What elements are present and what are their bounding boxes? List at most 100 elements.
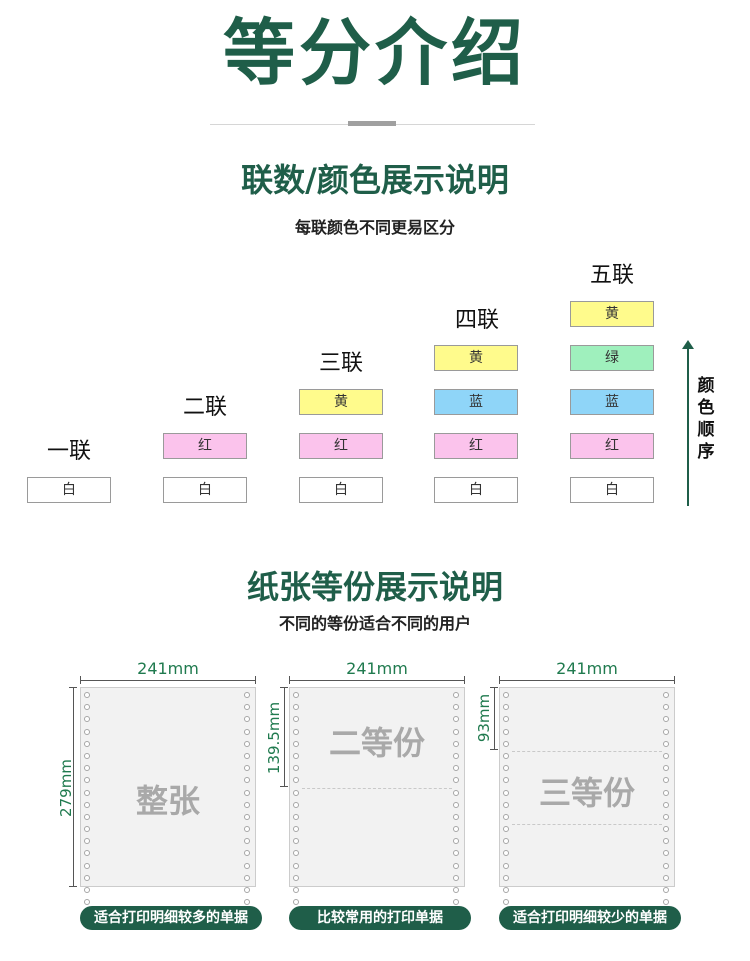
feed-hole-icon bbox=[293, 850, 299, 857]
split-section-subtitle: 不同的等份适合不同的用户 bbox=[278, 614, 471, 633]
copy-box-yellow: 黄 bbox=[570, 301, 654, 327]
feed-hole-icon bbox=[453, 777, 459, 784]
feed-hole-icon bbox=[453, 765, 459, 772]
feed-hole-icon bbox=[453, 813, 459, 820]
feed-hole-icon bbox=[244, 704, 250, 711]
feed-hole-icon bbox=[293, 752, 299, 759]
title-divider-accent bbox=[348, 121, 396, 126]
feed-hole-icon bbox=[663, 704, 669, 711]
feed-hole-icon bbox=[84, 728, 90, 735]
feed-hole-icon bbox=[453, 789, 459, 796]
feed-hole-icon bbox=[244, 789, 250, 796]
arrow-up-icon bbox=[682, 340, 694, 349]
width-label: 241mm bbox=[346, 659, 408, 678]
feed-hole-icon bbox=[663, 801, 669, 808]
feed-hole-icon bbox=[84, 692, 90, 698]
feed-hole-icon bbox=[84, 740, 90, 747]
column-label-5: 五联 bbox=[589, 263, 634, 288]
order-arrow-line bbox=[687, 346, 689, 506]
feed-hole-icon bbox=[244, 692, 250, 698]
feed-hole-icon bbox=[244, 765, 250, 772]
feed-hole-icon bbox=[84, 862, 90, 869]
dimension-tick bbox=[280, 786, 288, 787]
copy-box-white: 白 bbox=[434, 477, 518, 503]
feed-hole-icon bbox=[503, 692, 509, 698]
feed-holes-right bbox=[453, 692, 461, 918]
dimension-tick bbox=[255, 676, 256, 684]
copy-box-red: 红 bbox=[570, 433, 654, 459]
feed-hole-icon bbox=[293, 740, 299, 747]
copy-box-red: 红 bbox=[163, 433, 247, 459]
feed-hole-icon bbox=[293, 887, 299, 893]
feed-hole-icon bbox=[244, 777, 250, 784]
column-label-3: 三联 bbox=[318, 351, 363, 376]
dimension-tick bbox=[490, 749, 498, 750]
copy-box-white: 白 bbox=[163, 477, 247, 503]
feed-hole-icon bbox=[503, 704, 509, 711]
dimension-tick bbox=[674, 676, 675, 684]
width-label: 241mm bbox=[556, 659, 618, 678]
feed-holes-right bbox=[244, 692, 252, 918]
height-label: 139.5mm bbox=[265, 701, 283, 775]
dimension-tick bbox=[289, 676, 290, 684]
feed-holes-left bbox=[84, 692, 92, 918]
feed-hole-icon bbox=[503, 777, 509, 784]
feed-hole-icon bbox=[84, 813, 90, 820]
color-order-label: 颜色顺序 bbox=[697, 376, 715, 462]
feed-hole-icon bbox=[663, 740, 669, 747]
feed-hole-icon bbox=[244, 826, 250, 833]
feed-hole-icon bbox=[503, 728, 509, 735]
feed-hole-icon bbox=[244, 887, 250, 893]
feed-hole-icon bbox=[244, 752, 250, 759]
sheet-label: 三等份 bbox=[538, 774, 635, 812]
feed-hole-icon bbox=[84, 887, 90, 893]
feed-hole-icon bbox=[293, 728, 299, 735]
feed-hole-icon bbox=[663, 692, 669, 698]
height-dimension-line bbox=[73, 687, 74, 887]
width-dimension-line bbox=[289, 680, 465, 681]
sheet-caption: 适合打印明细较少的单据 bbox=[499, 906, 681, 930]
feed-hole-icon bbox=[293, 838, 299, 845]
feed-hole-icon bbox=[84, 752, 90, 759]
copy-box-white: 白 bbox=[299, 477, 383, 503]
feed-hole-icon bbox=[84, 899, 90, 906]
dimension-tick bbox=[69, 687, 77, 688]
column-label-1: 一联 bbox=[46, 439, 91, 464]
paper-sheet-full: 整张 bbox=[80, 687, 256, 918]
feed-hole-icon bbox=[84, 704, 90, 711]
feed-hole-icon bbox=[503, 899, 509, 906]
feed-hole-icon bbox=[293, 704, 299, 711]
tear-line bbox=[512, 824, 662, 825]
height-label: 93mm bbox=[475, 693, 493, 743]
column-label-2: 二联 bbox=[182, 395, 227, 420]
feed-hole-icon bbox=[453, 740, 459, 747]
feed-hole-icon bbox=[244, 813, 250, 820]
width-dimension-line bbox=[80, 680, 256, 681]
sheet-label: 整张 bbox=[135, 782, 200, 820]
feed-hole-icon bbox=[663, 789, 669, 796]
sheet-caption: 比较常用的打印单据 bbox=[289, 906, 471, 930]
feed-hole-icon bbox=[663, 813, 669, 820]
copy-box-blue: 蓝 bbox=[434, 389, 518, 415]
feed-hole-icon bbox=[244, 850, 250, 857]
feed-hole-icon bbox=[663, 752, 669, 759]
feed-hole-icon bbox=[663, 728, 669, 735]
page-title: 等分介绍 bbox=[222, 11, 527, 95]
feed-hole-icon bbox=[503, 838, 509, 845]
copy-box-white: 白 bbox=[27, 477, 111, 503]
feed-hole-icon bbox=[84, 777, 90, 784]
feed-hole-icon bbox=[244, 862, 250, 869]
feed-hole-icon bbox=[293, 862, 299, 869]
dimension-tick bbox=[80, 676, 81, 684]
dimension-tick bbox=[280, 687, 288, 688]
feed-hole-icon bbox=[244, 728, 250, 735]
feed-hole-icon bbox=[503, 752, 509, 759]
feed-hole-icon bbox=[453, 704, 459, 711]
feed-hole-icon bbox=[453, 728, 459, 735]
feed-hole-icon bbox=[503, 862, 509, 869]
copy-box-white: 白 bbox=[570, 477, 654, 503]
feed-hole-icon bbox=[663, 838, 669, 845]
feed-hole-icon bbox=[663, 826, 669, 833]
feed-hole-icon bbox=[663, 899, 669, 906]
feed-hole-icon bbox=[663, 765, 669, 772]
